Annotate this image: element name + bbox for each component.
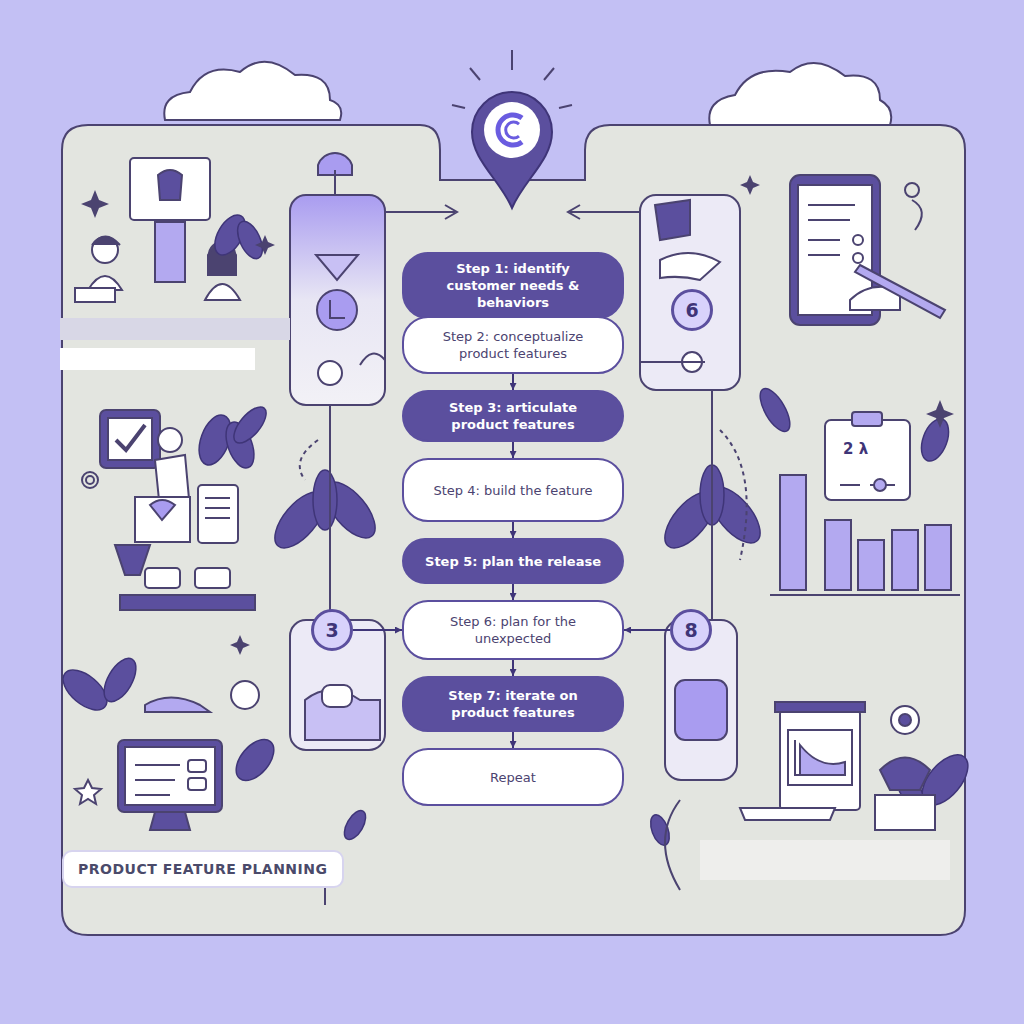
side-panel (290, 195, 740, 780)
panel-icons (305, 153, 727, 740)
easel (700, 702, 950, 880)
location-pin (452, 50, 572, 208)
people-scene (60, 158, 290, 370)
callout-number: 3 (325, 619, 338, 641)
monitor (75, 681, 259, 830)
chart (770, 412, 960, 595)
flow-arrow (512, 442, 514, 458)
panel (62, 125, 965, 935)
step-label: Repeat (490, 769, 536, 786)
vine (300, 390, 747, 905)
flow-arrow (624, 629, 670, 631)
step-box: Repeat (402, 748, 624, 806)
step-label: Step 1: identify customer needs & behavi… (422, 260, 604, 311)
step-label: Step 3: articulate product features (422, 399, 604, 433)
step-label: Step 6: plan for the unexpected (422, 613, 604, 647)
callout-circle: 8 (670, 609, 712, 651)
tablet (790, 175, 945, 325)
flow-arrow (512, 660, 514, 676)
clipboard-note: 2 λ (843, 440, 868, 458)
flow-arrow (353, 629, 402, 631)
step-label: Step 5: plan the release (425, 553, 601, 570)
flow-arrow (512, 584, 514, 600)
step-box: Step 7: iterate on product features (402, 676, 624, 732)
step-label: Step 7: iterate on product features (422, 687, 604, 721)
flow-arrow (512, 522, 514, 538)
callout-number: 6 (685, 299, 698, 321)
step-box: Step 3: articulate product features (402, 390, 624, 442)
step-box: Step 2: conceptualize product features (402, 316, 624, 374)
step-label: Step 4: build the feature (433, 482, 592, 499)
flow-arrow (512, 732, 514, 748)
sparkle (81, 175, 954, 655)
flow-arrow (512, 374, 514, 390)
step-box: Step 5: plan the release (402, 538, 624, 584)
title-banner: PRODUCT FEATURE PLANNING (62, 850, 344, 888)
step-box: Step 1: identify customer needs & behavi… (402, 252, 624, 319)
callout-circle: 3 (311, 609, 353, 651)
step-box: Step 6: plan for the unexpected (402, 600, 624, 660)
callout-number: 8 (684, 619, 697, 641)
step-box: Step 4: build the feature (402, 458, 624, 522)
callout-circle: 6 (671, 289, 713, 331)
step-label: Step 2: conceptualize product features (422, 328, 604, 362)
